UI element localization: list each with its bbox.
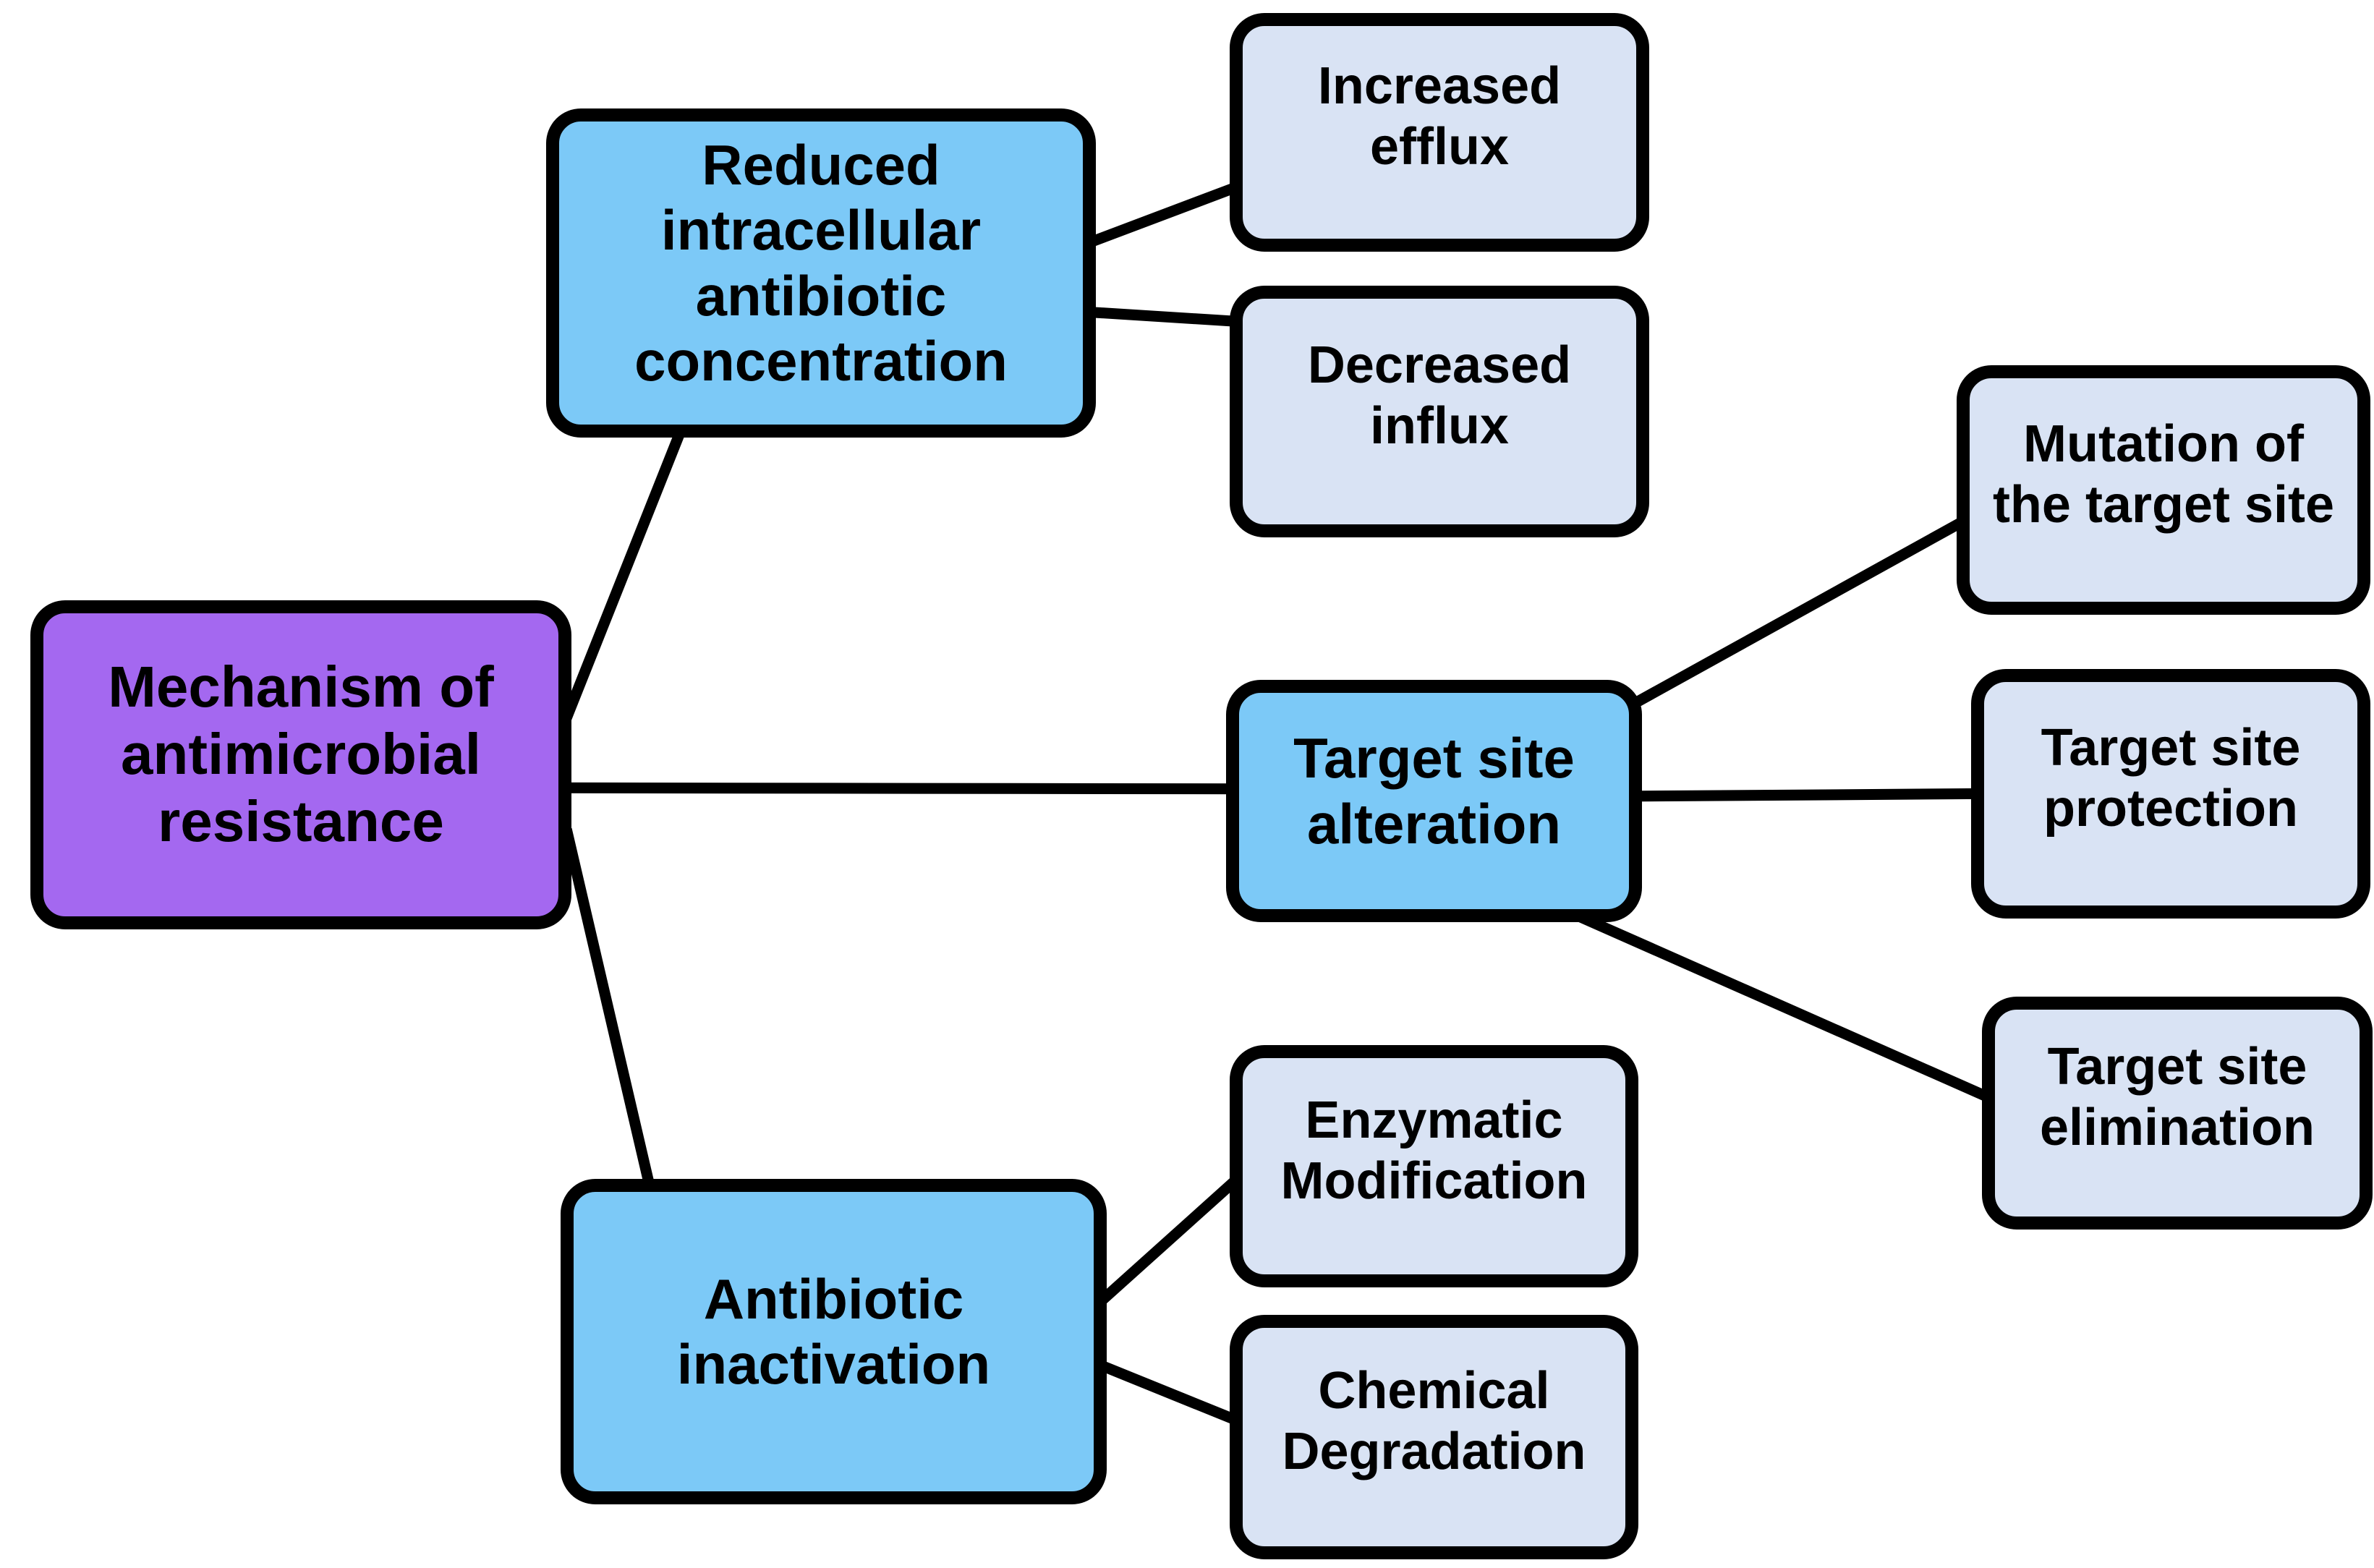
node-decreased-influx: Decreased influx xyxy=(1230,286,1649,537)
node-target-site-alteration: Target site alteration xyxy=(1226,680,1642,922)
connector-reduced-to-efflux xyxy=(1073,176,1252,253)
node-increased-efflux: Increased efflux xyxy=(1230,13,1649,252)
connector-antibiotic-to-chemical xyxy=(1084,1354,1252,1431)
connector-root-to-reduced xyxy=(558,415,692,728)
node-chemical-degradation: Chemical Degradation xyxy=(1230,1315,1638,1559)
node-enzymatic-modification: Enzymatic Modification xyxy=(1230,1045,1638,1287)
connector-root-to-antibiotic xyxy=(561,827,658,1201)
connector-reduced-to-influx xyxy=(1073,305,1252,328)
node-mutation-of-the-target-site: Mutation of the target site xyxy=(1957,365,2370,615)
connector-target-to-mutation xyxy=(1620,509,1978,715)
node-mechanism-of-antimicrobial-resistance: Mechanism of antimicrobial resistance xyxy=(30,600,571,929)
connector-antibiotic-to-enzymatic xyxy=(1086,1167,1250,1315)
node-target-site-elimination: Target site elimination xyxy=(1982,997,2373,1230)
node-reduced-intracellular-antibiotic-concentration: Reduced intracellular antibiotic concent… xyxy=(546,108,1096,438)
connector-target-to-protection xyxy=(1620,788,1994,802)
node-antibiotic-inactivation: Antibiotic inactivation xyxy=(561,1179,1107,1504)
node-target-site-protection: Target site protection xyxy=(1971,669,2370,919)
